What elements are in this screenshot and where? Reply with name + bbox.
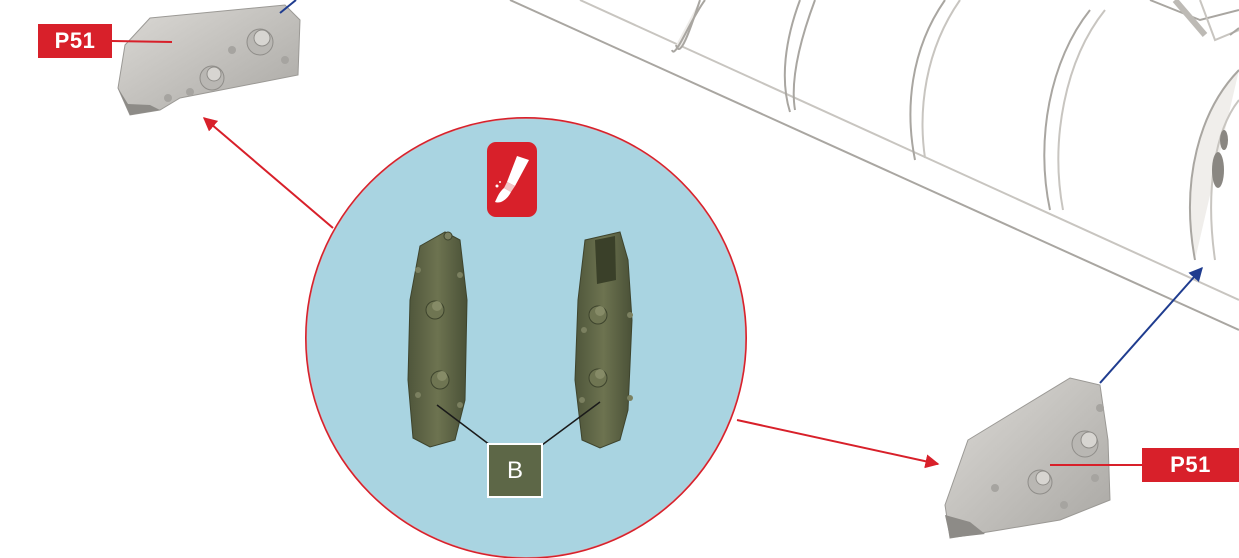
color-code-badge: B	[487, 443, 543, 498]
detail-arrow-bottom-right	[737, 420, 938, 464]
part-p51-top-left	[118, 5, 300, 115]
part-p51-bottom-right	[945, 378, 1110, 538]
detail-arrow-top-left	[204, 118, 333, 228]
paint-brush-icon	[487, 142, 537, 217]
placement-arrow-bottom	[1100, 268, 1202, 383]
painted-part-right	[575, 232, 633, 448]
part-label-bottom-right: P51	[1142, 448, 1239, 482]
part-label-top-left: P51	[38, 24, 112, 58]
painted-part-left	[408, 232, 467, 447]
leader-line-top-left	[112, 41, 172, 42]
